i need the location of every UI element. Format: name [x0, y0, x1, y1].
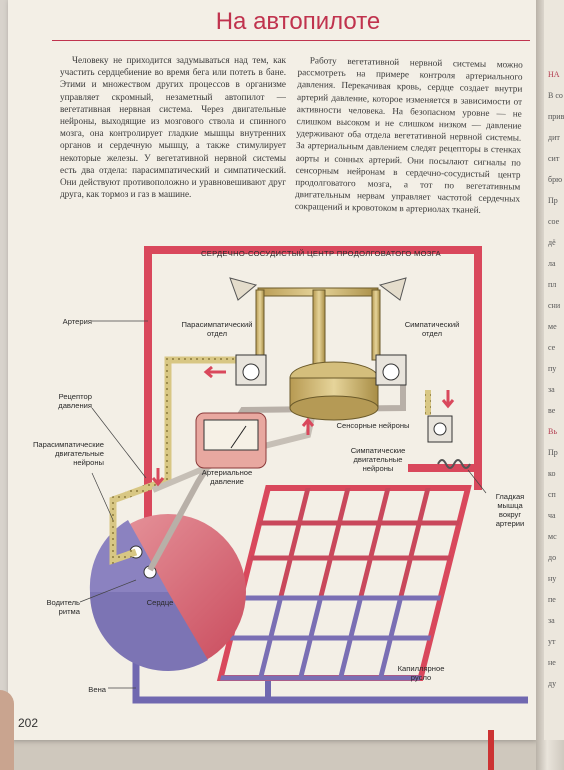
- next-page-fragment: В со: [548, 91, 563, 100]
- next-page-fragment: сп: [548, 490, 556, 499]
- label-pressure-receptor: Рецептор давления: [58, 392, 92, 410]
- next-page-fragment: пл: [548, 280, 557, 289]
- next-page-fragment: ве: [548, 406, 556, 415]
- thumb: [0, 690, 14, 770]
- next-page-fragment: сое: [548, 217, 560, 226]
- label-sympathetic-motor-neurons: Симпатические двигательные нейроны: [350, 446, 406, 473]
- flow-arrow: [203, 365, 226, 379]
- bookmark-ribbon: [488, 730, 494, 770]
- next-page-fragment: сни: [548, 301, 561, 310]
- next-page-fragment: ут: [548, 637, 556, 646]
- flow-arrow: [301, 417, 315, 435]
- label-sensory-neurons: Сенсорные нейроны: [336, 421, 410, 430]
- label-smooth-muscle: Гладкая мышца вокруг артерии: [495, 492, 525, 528]
- page-number: 202: [18, 716, 39, 730]
- label-arterial-pressure: Артериальное давление: [201, 468, 253, 486]
- next-page-fragment: ну: [548, 574, 557, 583]
- next-page-fragment: ла: [548, 259, 556, 268]
- label-sympathetic-division: Симпатический отдел: [404, 320, 460, 338]
- label-heart: Сердце: [146, 598, 174, 607]
- vein-tube: [132, 660, 528, 704]
- label-artery: Артерия: [62, 317, 92, 326]
- page-title: На автопилоте: [215, 8, 381, 35]
- next-page-fragment: не: [548, 658, 556, 667]
- title-rule: [52, 40, 530, 41]
- label-parasympathetic-motor-neurons: Парасимпатические двигательные нейроны: [32, 440, 104, 467]
- left-text-column: Человеку не приходится задумываться над …: [60, 54, 286, 200]
- next-page-fragment: за: [548, 385, 555, 394]
- next-page-fragment: се: [548, 343, 556, 352]
- pressure-gauge: [195, 412, 267, 469]
- next-page-fragment: ча: [548, 511, 556, 520]
- parasympathetic-nerve: [109, 356, 238, 565]
- label-pacemaker: Водитель ритма: [46, 598, 80, 616]
- next-page-fragment: дит: [548, 133, 560, 142]
- next-page-fragment: Вь: [548, 427, 557, 436]
- next-page-fragment: Пр: [548, 196, 558, 205]
- next-page-fragment: пе: [548, 595, 556, 604]
- label-parasympathetic-division: Парасимпатический отдел: [181, 320, 253, 338]
- next-page-fragment: НА: [548, 70, 560, 79]
- desk-shadow: [0, 740, 564, 770]
- next-page-fragment: Пр: [548, 448, 558, 457]
- next-page-fragment: прив: [548, 112, 564, 121]
- left-column-paragraph: Человеку не приходится задумываться над …: [60, 55, 286, 200]
- label-capillary-bed: Капиллярное русло: [397, 664, 445, 682]
- right-text-column: Работу вегетативной нервной системы можн…: [295, 54, 523, 217]
- book-page: На автопилоте Человеку не приходится зад…: [8, 0, 536, 740]
- capillary-grid: [216, 485, 472, 681]
- cardiovascular-center-machine: [229, 277, 453, 443]
- next-page-fragment: ко: [548, 469, 556, 478]
- next-page-fragment: за: [548, 616, 555, 625]
- right-column-paragraph: Работу вегетативной нервной системы можн…: [294, 55, 523, 216]
- next-page-fragment: мс: [548, 532, 557, 541]
- next-page-fragment: ду: [548, 679, 557, 688]
- blood-pressure-diagram: [79, 246, 528, 704]
- next-page-fragment: ме: [548, 322, 557, 331]
- smooth-muscle-coil: [437, 459, 471, 469]
- next-page-fragment: пу: [548, 364, 557, 373]
- flow-arrow: [151, 468, 165, 487]
- label-vein: Вена: [88, 685, 106, 694]
- next-page-fragment: брю: [548, 175, 563, 184]
- diagram-header: СЕРДЕЧНО-СОСУДИСТЫЙ ЦЕНТР ПРОДОЛГОВАТОГО…: [200, 249, 442, 258]
- next-page-fragment: сит: [548, 154, 560, 163]
- flow-arrow: [441, 390, 455, 409]
- sympathetic-nerve: [147, 375, 406, 572]
- next-page-fragment: дё: [548, 238, 556, 247]
- next-page-fragment: до: [548, 553, 557, 562]
